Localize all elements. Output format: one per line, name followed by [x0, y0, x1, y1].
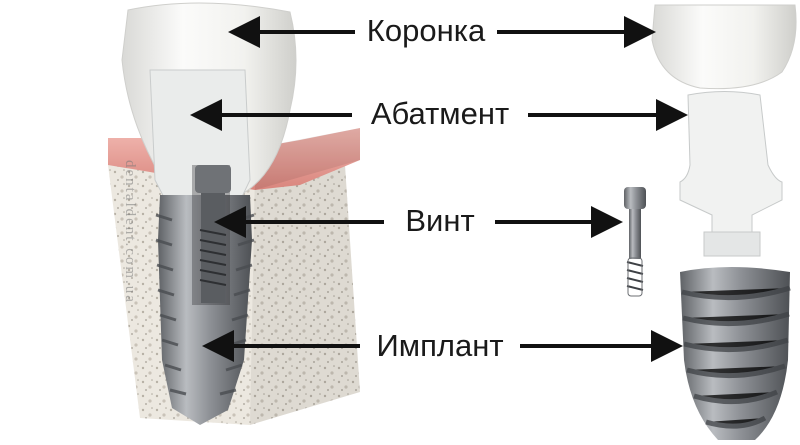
crown-part: [651, 4, 797, 90]
label-implant: Имплант: [370, 327, 510, 365]
abutment-part: [679, 91, 783, 257]
implant-part: [680, 267, 791, 440]
label-screw: Винт: [399, 202, 481, 240]
implant-section: [158, 195, 252, 425]
screw-part: [624, 187, 646, 297]
pointer-arrows: [190, 16, 688, 362]
cross-section-model: [108, 2, 360, 425]
watermark-text: dentaldent.com.ua: [122, 160, 138, 304]
label-abutment: Абатмент: [364, 95, 516, 133]
screw-section: [195, 165, 231, 303]
label-crown: Коронка: [360, 12, 492, 50]
